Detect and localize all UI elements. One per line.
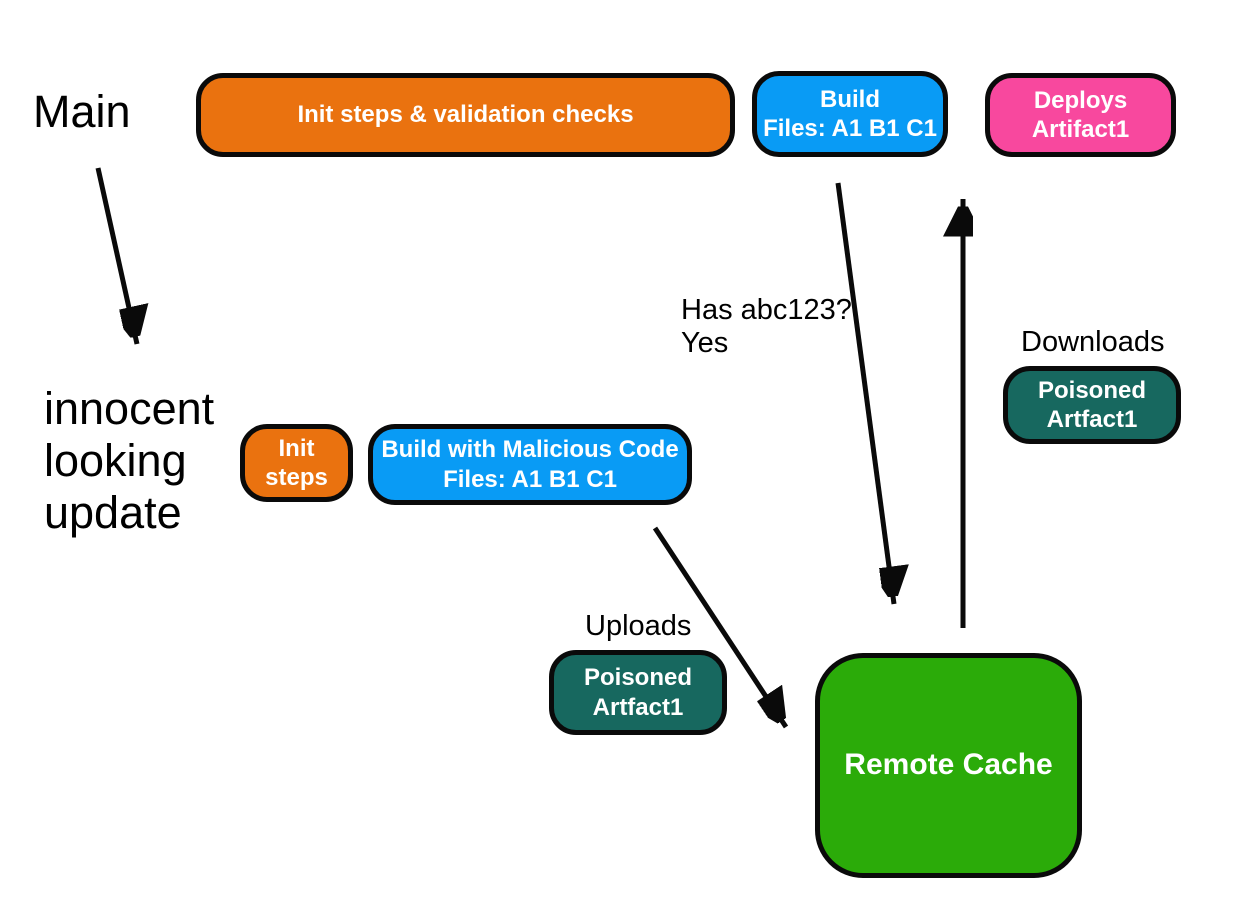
innocent-update-label: innocent looking update <box>44 383 215 539</box>
node-poisoned-upload-line1: Poisoned <box>583 664 692 692</box>
node-remote-cache[interactable]: Remote Cache <box>815 653 1082 878</box>
arrow-main-to-update <box>95 167 137 345</box>
node-init-validation[interactable]: Init steps & validation checks <box>196 73 735 157</box>
node-deploys[interactable]: Deploys Artifact1 <box>985 73 1176 157</box>
node-init-validation-label: Init steps & validation checks <box>297 101 634 129</box>
node-poisoned-upload-line2: Artfact1 <box>592 693 684 721</box>
node-build-malicious-line1: Build with Malicious Code <box>381 436 679 464</box>
node-init-steps[interactable]: Init steps <box>240 424 353 502</box>
node-build-line2: Files: A1 B1 C1 <box>763 115 937 142</box>
node-poisoned-download-line2: Artfact1 <box>1046 406 1138 433</box>
uploads-label: Uploads <box>585 610 692 642</box>
has-abc123-label: Has abc123? Yes <box>681 294 852 360</box>
node-build-malicious[interactable]: Build with Malicious Code Files: A1 B1 C… <box>368 424 692 505</box>
node-deploys-line2: Artifact1 <box>1031 116 1130 143</box>
node-remote-cache-label: Remote Cache <box>844 748 1053 782</box>
node-poisoned-download[interactable]: Poisoned Artfact1 <box>1003 366 1181 444</box>
node-init-steps-label: Init steps <box>265 434 328 491</box>
arrow-build-to-cache <box>835 182 894 605</box>
node-deploys-line1: Deploys <box>1033 86 1128 114</box>
node-build-line1: Build <box>820 85 880 113</box>
main-branch-label: Main <box>33 86 131 137</box>
node-poisoned-download-line1: Poisoned <box>1037 376 1146 404</box>
node-build[interactable]: Build Files: A1 B1 C1 <box>752 71 948 157</box>
node-build-malicious-line2: Files: A1 B1 C1 <box>443 465 617 493</box>
node-poisoned-upload[interactable]: Poisoned Artfact1 <box>549 650 727 735</box>
downloads-label: Downloads <box>1021 326 1165 358</box>
